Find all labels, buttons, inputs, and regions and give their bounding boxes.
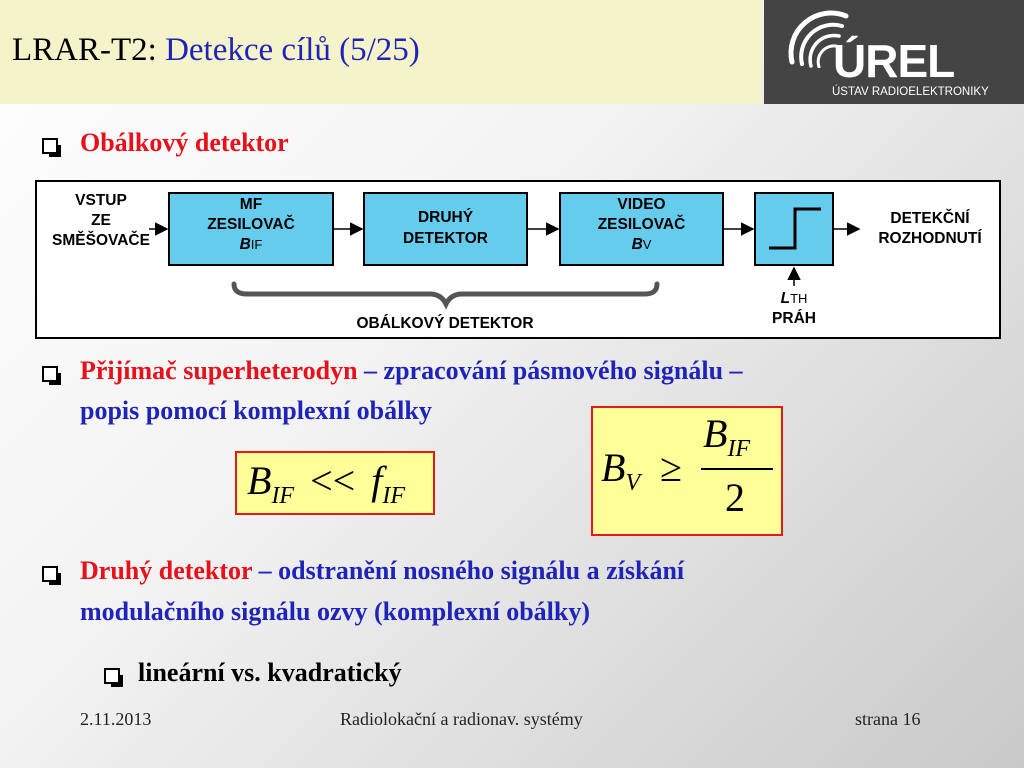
second-detector-term: Druhý detektor [80,556,253,585]
fraction-bar [701,468,773,470]
title-prefix: LRAR-T2: [12,32,157,68]
footer-page: strana 16 [855,709,921,729]
input-line-3: SMĚŠOVAČE [52,232,150,249]
logo-panel [764,0,1024,104]
logo-subtitle: ÚSTAV RADIOELEKTRONIKY [832,86,989,98]
formula-1-text: BIF << fIF [247,457,405,510]
f2-num: B [703,411,728,456]
second-detector-desc-2: modulačního signálu ozvy (komplexní obál… [80,597,590,626]
bullet-checkbox-icon [104,668,123,687]
threshold-text: PRÁH [772,310,816,327]
second-detector-block [363,192,528,266]
formula-video-bandwidth: BV ≥ BIF 2 [591,406,783,536]
output-line-1: DETEKČNÍ [890,210,970,227]
video-amplifier-label: VIDEO ZESILOVAČ BV [560,195,723,255]
bullet-checkbox-icon [42,366,61,385]
threshold-sym: L [780,290,791,307]
output-label: DETEKČNÍ ROZHODNUTÍ [863,209,997,249]
formula-bandwidth-inequality: BIF << fIF [235,451,435,515]
video-line-1: VIDEO [617,196,666,213]
f2-num-sub: IF [727,436,751,462]
bullet-checkbox-icon [42,138,61,157]
det-line-2: DETEKTOR [403,230,488,247]
page-title: LRAR-T2: Detekce cílů (5/25) [12,32,420,69]
output-line-2: ROZHODNUTÍ [878,230,982,247]
f2-operator: ≥ [660,445,683,490]
bullet-second-detector: Druhý detektor – odstranění nosného sign… [80,556,684,586]
f2-left: BV ≥ [601,444,682,497]
f2-numerator: BIF [703,410,750,463]
f1-rhs-sub: IF [382,483,405,509]
input-label: VSTUP ZE SMĚŠOVAČE [37,191,165,251]
det-line-1: DRUHÝ [417,209,474,226]
bullet-superheterodyne: Přijímač superheterodyn – zpracování pás… [80,356,743,386]
video-sub: V [642,237,652,252]
brace-shape [231,281,660,310]
f2-lhs-sub: V [625,470,641,496]
video-bandwidth-symbol: BV [560,235,723,255]
bullet-linear-vs-quadratic: lineární vs. kvadratický [138,658,402,687]
footer-course: Radiolokační a radionav. systémy [340,709,583,729]
f1-lhs: B [247,458,272,503]
block-diagram: VSTUP ZE SMĚŠOVAČE MF ZESILOVAČ BIF DRUH… [35,180,1001,339]
f1-rhs: f [371,458,383,503]
f2-lhs: B [601,445,626,490]
mf-sym: B [239,236,251,253]
title-subtitle: Detekce cílů (5/25) [165,32,420,68]
superhet-term: Přijímač superheterodyn [80,356,358,385]
mf-amplifier-label: MF ZESILOVAČ BIF [169,195,333,255]
logo-text: ÚREL [833,35,955,87]
second-detector-label: DRUHÝ DETEKTOR [364,207,527,249]
threshold-sub: TH [790,291,808,306]
mf-sub: IF [250,237,263,252]
superhet-desc-2: popis pomocí komplexní obálky [80,396,432,425]
video-amplifier-block [559,192,724,266]
threshold-label: LTH PRÁH [755,289,833,329]
mf-line-1: MF [239,196,263,213]
footer-date: 2.11.2013 [80,709,152,729]
diagram-canvas [149,192,861,310]
superhet-desc-1: – zpracování pásmového signálu – [364,356,743,385]
title-bar [0,0,762,104]
bullet-envelope-detector: Obálkový detektor [80,128,289,157]
video-line-2: ZESILOVAČ [597,216,686,233]
mf-bandwidth-symbol: BIF [169,235,333,255]
video-sym: B [631,236,643,253]
threshold-symbol: LTH [755,289,833,309]
f1-operator: << [310,458,356,503]
bullet-checkbox-icon [42,566,61,585]
second-detector-desc-1: – odstranění nosného signálu a získání [258,556,685,585]
mf-line-2: ZESILOVAČ [207,216,295,233]
f2-denominator: 2 [725,475,745,520]
f1-lhs-sub: IF [271,483,295,509]
brace-label: OBÁLKOVÝ DETEKTOR [356,315,534,332]
radio-waves-logo-icon [788,10,849,68]
step-function-icon [769,207,821,250]
input-line-2: ZE [91,212,111,229]
input-line-1: VSTUP [75,192,127,209]
